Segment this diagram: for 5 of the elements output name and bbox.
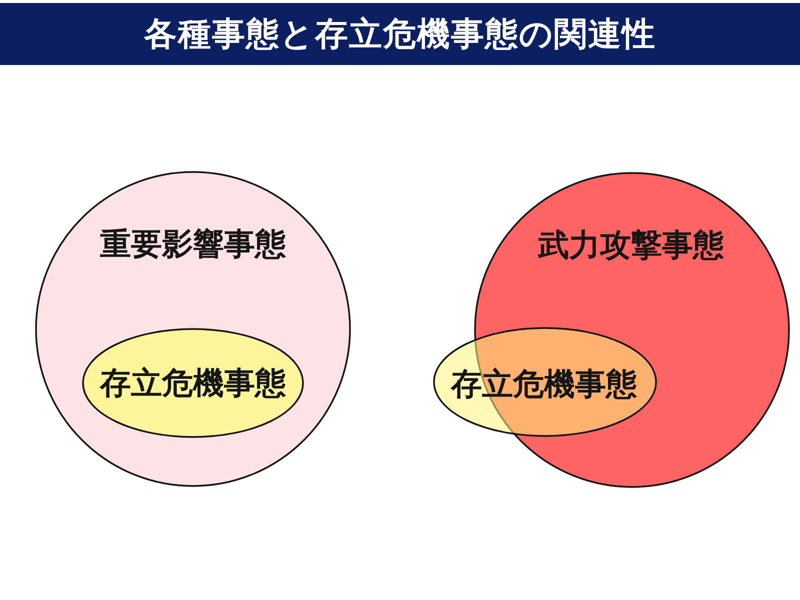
set-label: 重要影響事態 [100,230,286,260]
set-label: 存立危機事態 [451,370,637,400]
set-label: 存立危機事態 [100,368,286,400]
title-banner: 各種事態と存立危機事態の関連性 [0,3,800,65]
set-label: 武力攻撃事態 [538,230,724,262]
